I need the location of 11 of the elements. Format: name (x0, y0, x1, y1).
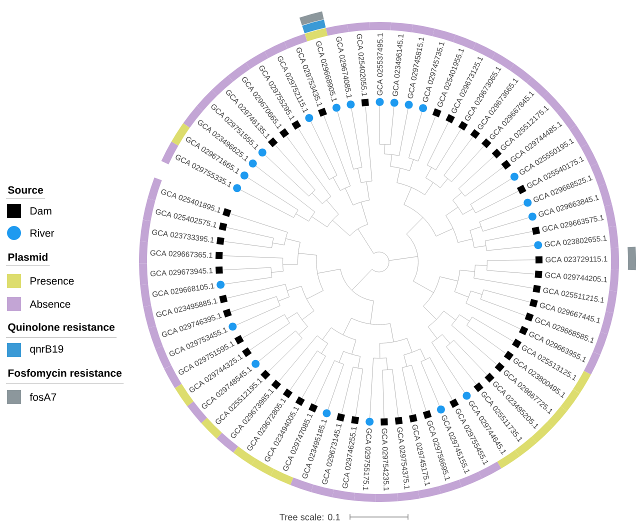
legend-label: Absence (30, 300, 70, 308)
legend-heading: Plasmid (8, 253, 48, 261)
legend-label: fosA7 (30, 393, 56, 401)
scale-label: Tree scale: 0.1 (280, 514, 340, 520)
legend-label: Dam (30, 207, 52, 215)
legend-heading: Quinolone resistance (8, 323, 115, 333)
legend-heading: Fosfomycin resistance (8, 369, 122, 379)
legend-label: qnrB19 (30, 345, 64, 355)
legend-label: Presence (30, 277, 74, 285)
legend-heading: Source (8, 186, 44, 194)
legend-label: River (30, 229, 54, 237)
